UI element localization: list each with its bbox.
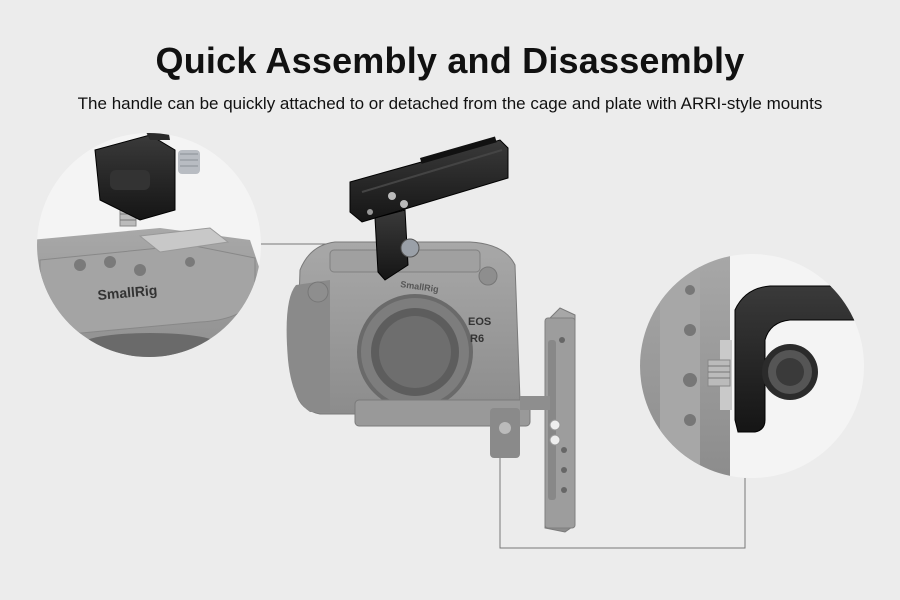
camera-model-label: EOS	[468, 316, 491, 328]
knurled-knob-icon	[762, 344, 818, 400]
left-detail-callout: SmallRig	[37, 133, 261, 357]
side-handle	[520, 307, 576, 533]
cage-brand-label-zoom: SmallRig	[97, 282, 158, 303]
camera-model-number: R6	[470, 333, 484, 345]
page-title: Quick Assembly and Disassembly	[155, 40, 745, 81]
camera-cage-assembly: SmallRig EOS R6	[286, 241, 531, 458]
right-detail-callout	[640, 254, 864, 478]
page-subtitle: The handle can be quickly attached to or…	[77, 94, 823, 113]
callout-connector-lines	[258, 243, 746, 549]
top-handle	[349, 136, 509, 281]
